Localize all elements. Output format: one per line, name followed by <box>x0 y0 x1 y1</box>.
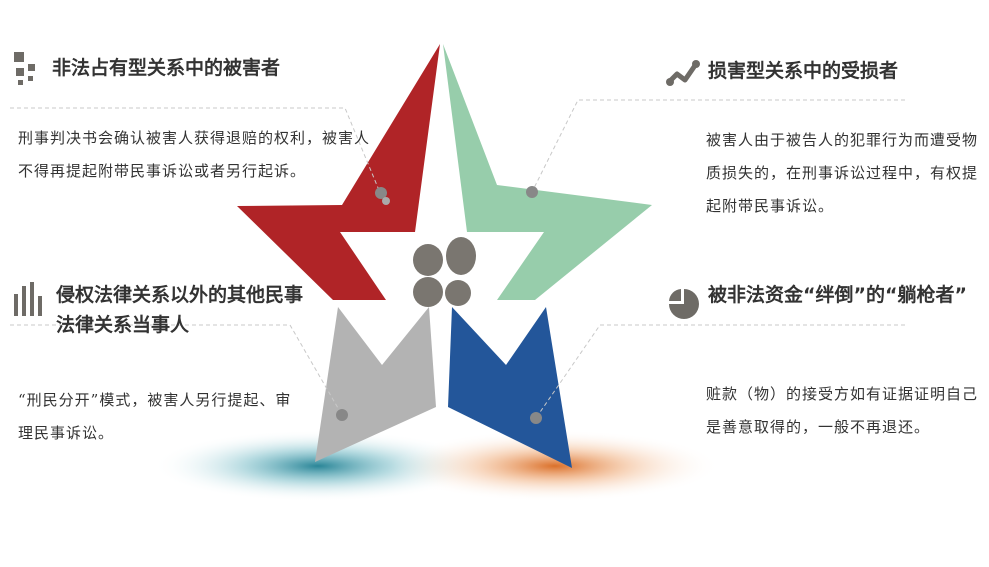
pixel-squares-icon <box>14 52 35 85</box>
star-segment-green <box>443 44 652 300</box>
heading-bottom-right: 被非法资金“绊倒”的“躺枪者” <box>708 284 967 306</box>
four-circles-icon <box>413 237 476 307</box>
dot-blue <box>530 412 542 424</box>
body-top-right: 被害人由于被告人的犯罪行为而遭受物质损失的，在刑事诉讼过程中，有权提起附带民事诉… <box>706 131 979 215</box>
star-segment-blue <box>448 307 572 468</box>
pie-chart-icon <box>669 289 699 319</box>
leader-lines <box>10 99 905 419</box>
dot-red <box>375 187 387 199</box>
dot-gray <box>336 409 348 421</box>
body-bottom-left: “刑民分开”模式，被害人另行提起、审理民事诉讼。 <box>18 391 292 442</box>
star-segment-red <box>237 44 440 300</box>
body-bottom-right: 赃款（物）的接受方如有证据证明自己是善意取得的，一般不再退还。 <box>706 385 979 436</box>
body-top-left: 刑事判决书会确认被害人获得退赔的权利，被害人不得再提起附带民事诉讼或者另行起诉。 <box>18 129 371 180</box>
heading-top-right: 损害型关系中的受损者 <box>708 60 899 82</box>
dot-green <box>526 186 538 198</box>
heading-top-left: 非法占有型关系中的被害者 <box>52 57 281 79</box>
teal-shadow <box>153 430 483 502</box>
dot-red-small <box>382 197 390 205</box>
orange-shadow <box>390 430 720 502</box>
heading-bottom-left: 侵权法律关系以外的其他民事法律关系当事人 <box>56 284 304 336</box>
trend-line-icon <box>666 60 700 86</box>
bar-chart-icon <box>14 282 42 316</box>
star-segment-gray <box>315 307 436 462</box>
